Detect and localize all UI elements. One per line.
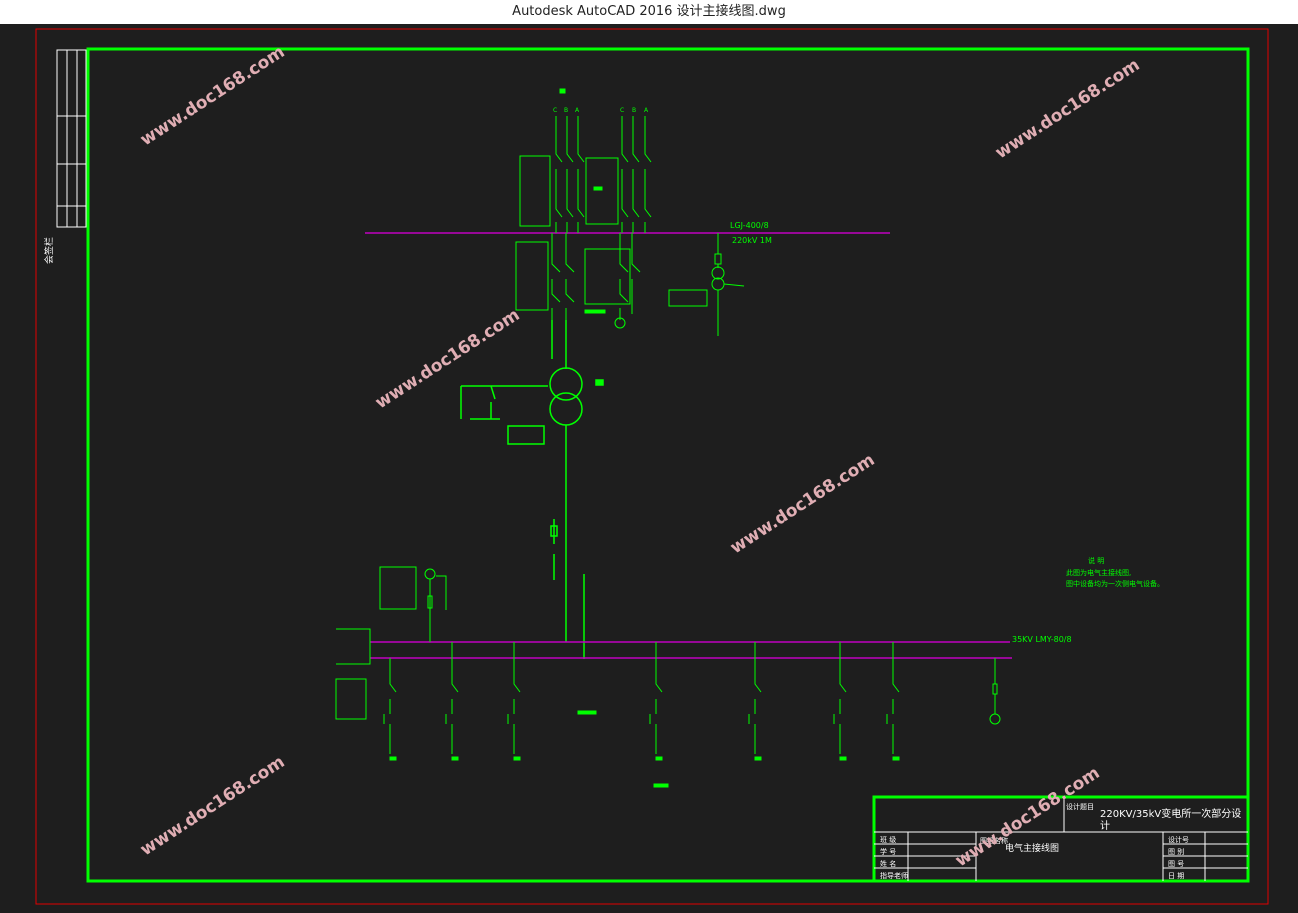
drawing-name: 电气主接线图 (1005, 842, 1059, 854)
watermark: www.doc168.com (992, 55, 1144, 163)
phase-label: A (644, 107, 649, 114)
phase-label: B (564, 107, 568, 114)
project-label: 设计题目 (1066, 802, 1094, 811)
watermark: www.doc168.com (952, 763, 1104, 871)
drawing-label: 图纸名称 (980, 836, 1008, 845)
cad-drawing[interactable]: 会签栏 LGJ-400/8 220kV 1M C B A C B A (0, 24, 1298, 909)
watermark: www.doc168.com (727, 450, 879, 558)
signature-strip (56, 49, 87, 228)
note-line1: 此图为电气主接线图, (1066, 568, 1131, 577)
title-block-rows: 班 级 学 号 姓 名 指导老师 设计号 图 别 图 号 日 期 (880, 835, 1189, 880)
project-title-line1: 220KV/35kV变电所一次部分设 (1100, 807, 1241, 820)
bus-220-kv: 220kV 1M (732, 236, 772, 245)
watermark: www.doc168.com (137, 42, 289, 150)
note-title: 说 明 (1088, 556, 1104, 565)
phase-label: C (553, 107, 557, 114)
main-transformer (460, 320, 604, 659)
bus-35-label: 35KV LMY-80/8 (1012, 635, 1072, 644)
phase-labels: C B A C B A (553, 107, 649, 114)
row-left: 学 号 (880, 847, 896, 856)
project-title-line2: 计 (1100, 819, 1110, 832)
row-left: 姓 名 (880, 859, 896, 868)
watermark: www.doc168.com (372, 305, 524, 413)
inner-frame (86, 47, 1250, 883)
pt-equipment (335, 566, 447, 720)
side-label: 会签栏 (43, 237, 55, 264)
phase-label: C (620, 107, 624, 114)
phase-label: A (575, 107, 580, 114)
outer-frame (35, 28, 1269, 905)
row-left: 班 级 (880, 835, 896, 844)
row-left: 指导老师 (880, 871, 908, 880)
watermark: www.doc168.com (137, 752, 289, 860)
drawing-canvas[interactable]: 会签栏 LGJ-400/8 220kV 1M C B A C B A (0, 24, 1298, 909)
note-line2: 图中设备均为一次侧电气设备。 (1066, 579, 1164, 588)
incoming-lines (515, 88, 745, 336)
row-right: 图 别 (1168, 847, 1184, 856)
row-right: 设计号 (1168, 835, 1189, 844)
bus-220-label: LGJ-400/8 (730, 221, 769, 230)
row-right: 图 号 (1168, 860, 1184, 868)
window-title: Autodesk AutoCAD 2016 设计主接线图.dwg (512, 4, 786, 19)
window-titlebar: Autodesk AutoCAD 2016 设计主接线图.dwg (0, 0, 1298, 24)
row-right: 日 期 (1168, 872, 1184, 880)
watermarks: www.doc168.com www.doc168.com www.doc168… (137, 42, 1144, 871)
title-block (872, 795, 1250, 883)
feeders-35kv (383, 642, 1001, 788)
phase-label: B (632, 107, 636, 114)
